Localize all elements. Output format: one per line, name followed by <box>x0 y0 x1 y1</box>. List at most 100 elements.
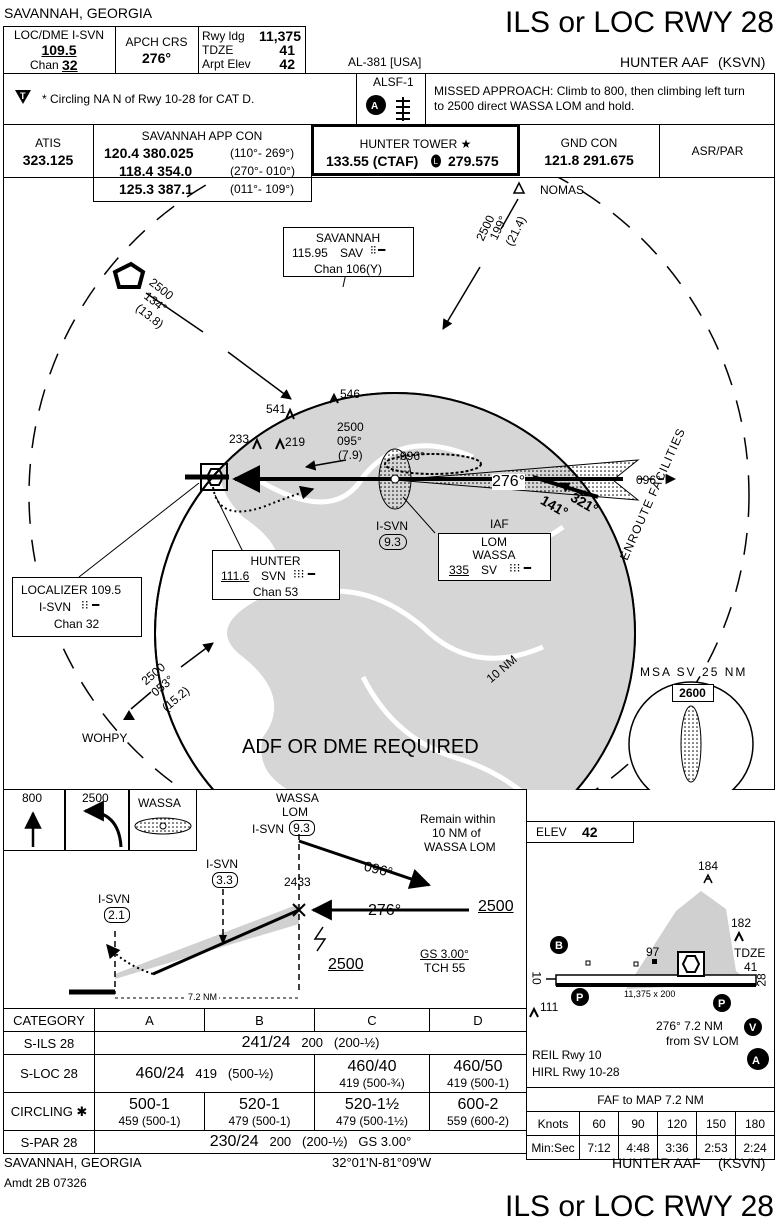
missed-icons <box>3 789 197 851</box>
tt-time-180: 2:24 <box>735 1135 775 1160</box>
tdze-label-ad: TDZE <box>734 946 766 960</box>
gnd-label: GND CON <box>560 136 618 150</box>
sloc-d-cell: 460/50 419 (500-1) <box>429 1054 527 1093</box>
sav-morse: ⁝⁝ ━ <box>370 243 385 257</box>
hirl: HIRL Rwy 10-28 <box>532 1065 620 1079</box>
apch-crs-label: APCH CRS <box>125 35 188 49</box>
obstacle-184: 184 <box>698 859 719 873</box>
circ-c: 520-1½ <box>344 1095 400 1113</box>
footer-coords: 32°01'N-81°09'W <box>332 1155 432 1170</box>
svg-text:B: B <box>555 940 563 952</box>
isvn-dme-box: 9.3 <box>379 534 407 550</box>
circ-a-sub: 459 (500-1) <box>118 1113 181 1128</box>
wassa-lom-name: WASSA <box>276 791 319 805</box>
sloc-d-sub: 419 (500-1) <box>446 1075 510 1090</box>
rwy-data-box: Rwy ldg 11,375 TDZE 41 Arpt Elev 42 <box>198 26 306 74</box>
spar-value: 230/24 <box>209 1133 259 1150</box>
cat-b: B <box>204 1008 315 1032</box>
lom-label: LOM <box>480 535 507 549</box>
footer-city: SAVANNAH, GEORGIA <box>4 1155 142 1170</box>
airport-name-top: HUNTER AAF <box>620 54 709 70</box>
tdze-value-ad: 41 <box>744 960 758 974</box>
icon-wassa: WASSA <box>138 796 181 810</box>
profile-alt-2500-gs: 2500 <box>328 956 364 973</box>
tt-knots-60: 60 <box>579 1111 619 1136</box>
sloc-c-cell: 460/40 419 (500-¾) <box>314 1054 430 1093</box>
isvn-21-label: I-SVN <box>98 892 131 906</box>
elev-box: ELEV 42 <box>526 821 634 843</box>
isvn-33-label: I-SVN <box>206 857 239 871</box>
city-top: SAVANNAH, GEORGIA <box>4 5 153 21</box>
sav-name: SAVANNAH <box>315 231 381 245</box>
loc-freq: 109.5 <box>41 42 77 58</box>
obstacle-97: 97 <box>646 945 660 959</box>
sav-freq: 115.95 <box>292 246 328 260</box>
icon-divider-1 <box>64 789 66 851</box>
loc-box-chan: Chan 32 <box>53 617 100 631</box>
obstacle-233: 233 <box>229 432 250 446</box>
app-line3: 125.3 387.1 <box>119 181 193 197</box>
app-label: SAVANNAH APP CON <box>141 129 263 143</box>
tt-time-150: 2:53 <box>696 1135 736 1160</box>
hunter-loc-box: HUNTER 111.6 SVN ⁝⁝⁝ ━ Chan 53 <box>212 550 340 600</box>
svg-text:V: V <box>749 1022 757 1034</box>
loc-box-morse: ⁝⁝ ━ <box>81 598 100 612</box>
svg-text:A: A <box>752 1055 760 1067</box>
rwy-ldg-label: Rwy ldg <box>202 29 245 43</box>
obstacle-546: 546 <box>340 387 361 401</box>
icon-divider-2 <box>128 789 130 851</box>
fix-wohpy: WOHPY <box>82 731 128 745</box>
circ-b: 520-1 <box>239 1095 280 1113</box>
tt-time-90: 4:48 <box>618 1135 658 1160</box>
reil: REIL Rwy 10 <box>532 1048 602 1062</box>
adf-dme-required: ADF OR DME REQUIRED <box>242 736 479 758</box>
wassa-id: SV <box>481 563 498 577</box>
proc-crs: 095° <box>337 434 362 448</box>
sloc-ab: 460/24 <box>135 1064 185 1082</box>
sloc-ab-paren: (500-½) <box>227 1065 274 1081</box>
tt-time-60: 7:12 <box>579 1135 619 1160</box>
procedure-title-top: ILS or LOC RWY 28 <box>504 6 774 39</box>
isvn-21: 2.1 <box>108 908 125 922</box>
isvn-33: 3.3 <box>216 873 233 887</box>
app-line3-sector: (011°- 109°) <box>230 182 295 196</box>
proc-alt: 2500 <box>337 420 364 434</box>
svg-text:P: P <box>576 992 583 1004</box>
spar-value-cell: 230/24 200 (200-½) GS 3.00° <box>94 1130 527 1154</box>
isvn-label: I-SVN <box>376 519 409 533</box>
sloc-ab-hat: 419 <box>195 1065 218 1081</box>
app-line1-sector: (110°- 269°) <box>230 146 295 160</box>
svg-text:A: A <box>371 101 378 112</box>
airport-graphic: B P P V A <box>529 873 769 1070</box>
fix-note-2: from SV LOM <box>666 1034 739 1048</box>
profile-crs-276: 276° <box>368 902 402 919</box>
hold-course: 096° <box>400 449 425 463</box>
asr-label: ASR/PAR <box>691 144 744 158</box>
sav-chan: Chan 106(Y) <box>313 262 383 276</box>
app-line2: 118.4 354.0 <box>119 163 193 179</box>
svg-text:L: L <box>434 157 439 166</box>
wassa-lom-type: LOM <box>282 805 309 819</box>
tower-freq2: 279.575 <box>448 153 499 169</box>
circling-label: CIRCLING ✱ <box>3 1092 95 1131</box>
circling-note: * Circling NA N of Rwy 10-28 for CAT D. <box>42 92 255 106</box>
notes-row: T * Circling NA N of Rwy 10-28 for CAT D… <box>3 73 775 125</box>
footer-airport: HUNTER AAF <box>612 1155 701 1171</box>
rwy-10: 10 <box>529 971 544 985</box>
gnd-freq: 121.8 291.675 <box>544 152 634 168</box>
minimums-table: CATEGORY A B C D S-ILS 28 241/24 200 (20… <box>3 1008 527 1154</box>
remain-line2: 10 NM of <box>432 826 481 840</box>
fix-note-1: 276° 7.2 NM <box>656 1019 723 1033</box>
fix-nomas: NOMAS <box>540 183 585 197</box>
vortac-sav-box: SAVANNAH 115.95 SAV ⁝⁝ ━ Chan 106(Y) <box>283 227 414 277</box>
wassa-label: WASSA <box>472 548 516 562</box>
airport-code-top: (KSVN) <box>718 54 766 70</box>
loc-box-label: LOCALIZER 109.5 <box>21 583 122 597</box>
hunter-freq: 111.6 <box>221 569 250 583</box>
procedure-title-bottom: ILS or LOC RWY 28 <box>504 1190 774 1223</box>
hunter-name: HUNTER <box>250 554 301 568</box>
sloc-d: 460/50 <box>453 1057 503 1075</box>
obstacle-219: 219 <box>285 435 306 449</box>
